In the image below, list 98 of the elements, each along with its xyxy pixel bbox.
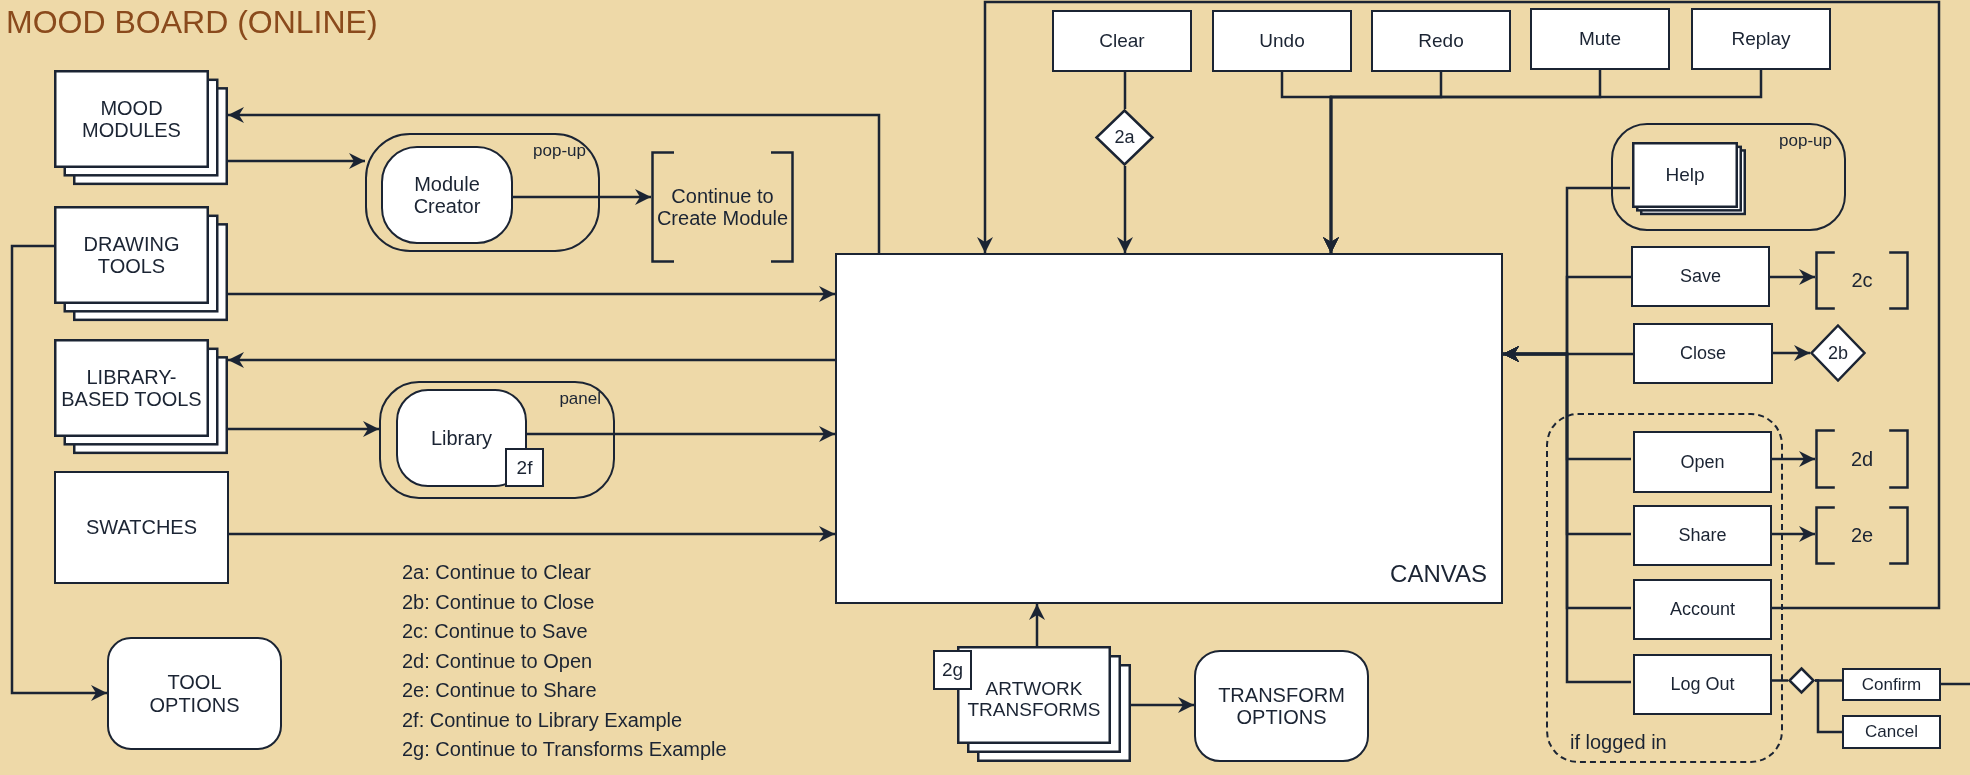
button-box [1530,8,1670,70]
node-label: LIBRARY-BASED TOOLS [60,365,203,411]
node-label: if logged in [1570,730,1667,753]
node-label: 2e [1850,524,1874,547]
arrow [228,153,365,169]
reference-tag [933,650,972,690]
arrow [1323,70,1763,253]
bracket-box [1815,506,1909,565]
note-text: 2a: Continue to Clear [402,560,592,585]
node-label: pop-up [1779,131,1832,151]
arrow [228,421,379,437]
button-box [1633,654,1772,715]
node-label: Share [1678,525,1727,546]
button-box [1691,8,1831,70]
panel-container [379,381,615,499]
arrow [511,189,651,205]
button-box [1633,579,1772,640]
node-label: TRANSFORM OPTIONS [1217,683,1346,729]
arrow [1029,604,1045,646]
process-box [54,471,229,584]
connector-line [1815,679,1842,734]
node-label: panel [559,389,601,409]
arrow [228,352,835,368]
bracket-box [651,151,794,263]
arrow [10,244,107,701]
popup-container [365,133,600,252]
note-text: 2g: Continue to Transforms Example [402,737,727,762]
node-label: 2c [1851,269,1873,292]
node-label: 2b [1828,342,1848,364]
note-text: 2d: Continue to Open [402,648,594,674]
node-label: Close [1680,343,1726,364]
dashed-group [1546,413,1783,763]
reference-tag [505,448,544,487]
button-box [1212,10,1352,72]
stacked-box [54,339,228,454]
node-label: Save [1680,266,1721,287]
node-label: ARTWORK TRANSFORMS [966,677,1102,721]
popup-container [1611,123,1846,231]
rounded-box [107,637,282,750]
decision-diamond [1095,109,1154,166]
node-label: Clear [1099,30,1145,52]
node-label: Redo [1418,30,1464,52]
node-label: Account [1669,599,1735,620]
node-label: Undo [1259,30,1305,52]
button-box [1842,715,1941,749]
bracket-box [1815,251,1909,310]
node-label: 2d [1850,447,1874,471]
canvas-area [835,253,1503,604]
node-label: Library [430,426,493,450]
note-text: 2b: Continue to Close [402,589,596,615]
node-label: Continue to Create Module [655,184,790,230]
note-text: 2c: Continue to Save [402,619,589,644]
button-box [1631,246,1770,307]
node-label: Mute [1578,28,1622,50]
arrow [1770,269,1815,285]
diagram-title: MOOD BOARD (ONLINE) [6,4,378,41]
arrow [977,0,1941,610]
button-box [1052,10,1192,72]
note-text: 2f: Continue to Library Example [402,707,684,733]
node-label: TOOL OPTIONS [148,671,241,716]
rounded-box [1194,650,1369,762]
button-box [1633,431,1772,493]
stacked-box [54,206,228,321]
decision-diamond [1788,667,1815,694]
arrow [228,107,881,253]
node-label: Help [1665,164,1705,186]
node-label: Cancel [1865,722,1918,742]
node-label: Confirm [1861,675,1922,694]
stacked-box [54,70,228,185]
arrow [1773,345,1810,361]
node-label: Module Creator [412,172,482,218]
node-label: MOOD MODULES [81,96,182,142]
node-label: Open [1680,451,1725,473]
connector-line [1941,682,1970,686]
node-label: 2g [941,659,964,681]
node-label: Log Out [1670,674,1735,695]
node-label: CANVAS [1390,561,1487,588]
arrow [228,286,835,302]
arrow [229,526,835,542]
node-label: pop-up [533,141,586,161]
node-label: Replay [1731,28,1791,50]
button-box [1633,505,1772,566]
stacked-box [1632,142,1746,216]
decision-diamond [1810,324,1866,382]
arrow [1131,697,1194,713]
bracket-box [1815,429,1909,489]
node-label: 2f [516,456,533,479]
rounded-box [381,146,513,244]
node-label: SWATCHES [85,516,198,539]
button-box [1371,10,1511,72]
node-label: 2a [1114,127,1135,148]
note-text: 2e: Continue to Share [402,678,598,703]
button-box [1842,668,1941,701]
connector-line [1123,72,1127,109]
arrow [525,426,835,442]
node-label: DRAWING TOOLS [82,232,181,278]
arrow [1117,166,1133,253]
button-box [1633,323,1773,384]
